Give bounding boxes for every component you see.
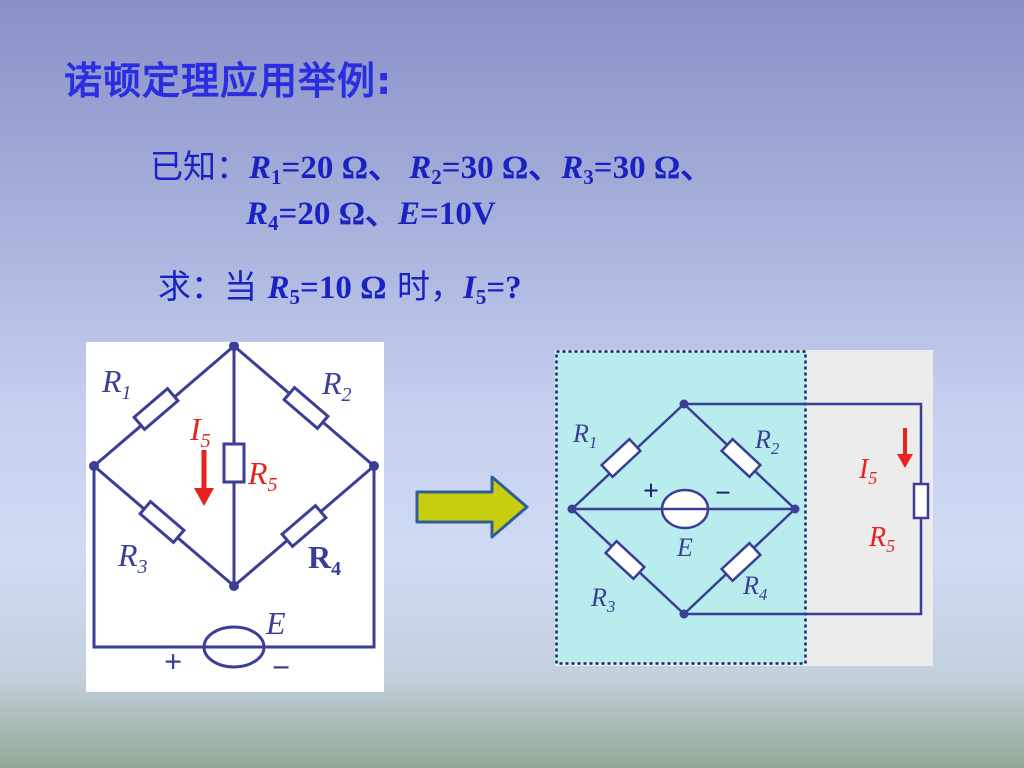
r1-symbol: R xyxy=(249,150,272,186)
label-e: E xyxy=(676,533,693,562)
bridge-circuit-diagram: R1 R2 R3 R4 E I5 R5 + − xyxy=(86,342,384,692)
separator: 、 xyxy=(680,150,714,186)
r4-subscript: 4 xyxy=(268,211,279,235)
node-left xyxy=(567,504,577,514)
i5-value: =? xyxy=(486,270,522,306)
label-r4: R4 xyxy=(308,539,341,580)
given-line-2: R4=20 Ω、E=10V xyxy=(246,186,496,236)
node-bottom xyxy=(679,609,689,619)
resistor-r3 xyxy=(603,539,647,581)
label-r2: R2 xyxy=(754,425,780,458)
node-top xyxy=(229,342,239,351)
separator: 、 xyxy=(365,196,398,232)
label-r3: R3 xyxy=(117,537,148,578)
resistor-r4 xyxy=(719,541,763,583)
label-minus: − xyxy=(272,649,290,685)
r2-value: =30 Ω xyxy=(441,150,529,186)
r1-value: =20 Ω xyxy=(281,150,368,186)
label-i5: I5 xyxy=(189,411,211,452)
resistor-r5 xyxy=(222,442,246,484)
wire-right-outer xyxy=(260,464,376,649)
slide-title: 诺顿定理应用举例: xyxy=(64,59,393,103)
i5-subscript: 5 xyxy=(475,285,487,309)
given-prefix: 已知： xyxy=(150,147,249,186)
r5-value: =10 Ω xyxy=(300,270,387,306)
r3-subscript: 3 xyxy=(583,165,594,189)
node-top xyxy=(679,399,689,409)
current-arrow-i5 xyxy=(194,450,214,506)
label-r5: R5 xyxy=(247,455,278,496)
node-left xyxy=(89,461,99,471)
question-line: 求：当 R5=10 Ω 时，I5=? xyxy=(158,260,522,310)
label-r5: R5 xyxy=(868,522,895,556)
label-r1: R1 xyxy=(572,419,597,452)
resistor-r3 xyxy=(137,499,187,545)
r3-symbol: R xyxy=(561,150,584,186)
resistor-r2 xyxy=(719,437,763,479)
label-r1: R1 xyxy=(101,363,132,404)
r2-subscript: 2 xyxy=(431,165,442,189)
label-i5: I5 xyxy=(858,454,877,488)
resistor-r1 xyxy=(599,437,643,479)
node-right xyxy=(790,504,800,514)
resistor-r2 xyxy=(281,385,331,431)
wire-left-outer xyxy=(92,464,208,649)
r1-subscript: 1 xyxy=(271,165,282,189)
label-plus: + xyxy=(643,476,659,507)
separator: 、 xyxy=(368,150,410,186)
r4-symbol: R xyxy=(246,196,269,232)
e-value: =10V xyxy=(420,196,496,232)
label-e: E xyxy=(265,605,286,641)
resistor-r1 xyxy=(131,386,181,432)
norton-circuit-diagram: R1 R2 R3 R4 E I5 R5 + − xyxy=(555,350,933,666)
label-plus: + xyxy=(164,643,182,679)
r2-symbol: R xyxy=(409,150,432,186)
label-r2: R2 xyxy=(321,365,352,406)
i5-symbol: I xyxy=(463,270,476,306)
current-arrow-i5 xyxy=(897,428,913,468)
e-symbol: E xyxy=(398,196,421,232)
node-right xyxy=(369,461,379,471)
r3-value: =30 Ω xyxy=(593,150,681,186)
question-prefix: 求：当 xyxy=(158,267,268,306)
question-mid: 时， xyxy=(386,267,463,306)
given-line-1: 已知：R1=20 Ω、 R2=30 Ω、R3=30 Ω、 xyxy=(150,140,713,190)
label-r3: R3 xyxy=(590,583,615,616)
r4-value: =20 Ω xyxy=(278,196,365,232)
resistor-r5 xyxy=(912,482,930,520)
r5-subscript: 5 xyxy=(289,285,301,309)
label-minus: − xyxy=(715,478,731,509)
resistor-r4 xyxy=(279,503,329,549)
label-r4: R4 xyxy=(742,571,768,604)
r5-symbol: R xyxy=(267,270,290,306)
transform-arrow-icon xyxy=(415,475,529,539)
separator: 、 xyxy=(528,150,562,186)
node-bottom xyxy=(229,581,239,591)
